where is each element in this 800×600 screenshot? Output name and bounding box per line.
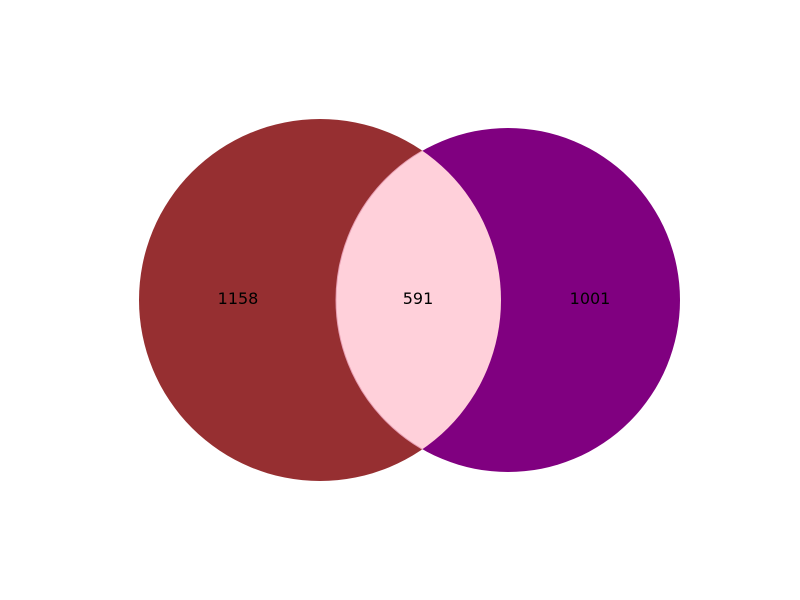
right-only-count: 1001 xyxy=(570,289,611,308)
intersection-region xyxy=(335,127,501,473)
intersection-count: 591 xyxy=(403,289,434,308)
left-only-count: 1158 xyxy=(218,289,259,308)
